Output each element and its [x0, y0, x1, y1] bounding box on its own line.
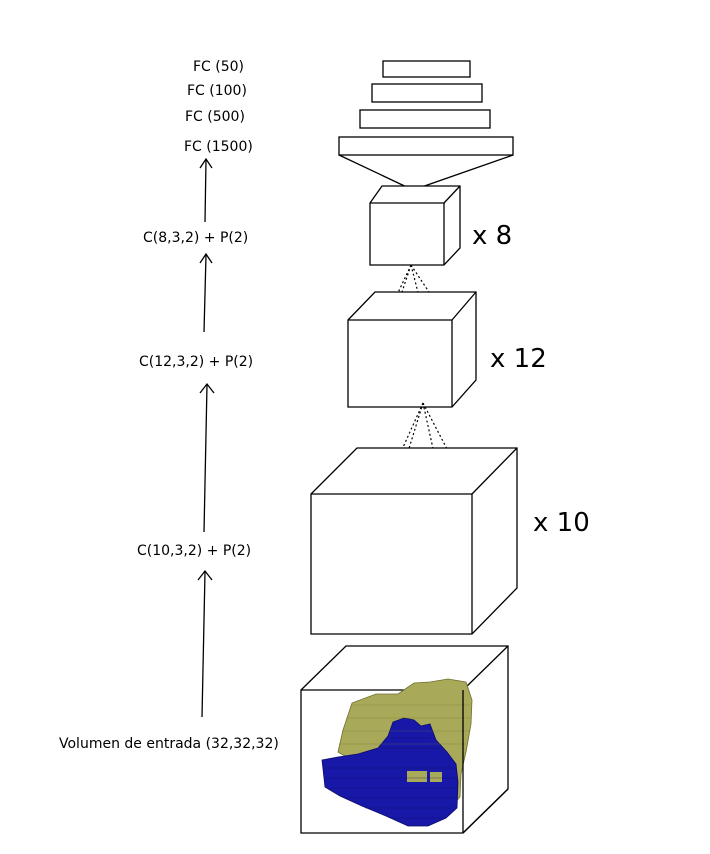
- conv-10-label: C(10,3,2) + P(2): [137, 543, 251, 559]
- flow-arrow-input-to-conv10: [197, 569, 213, 718]
- input-voxel-hole: [407, 771, 427, 782]
- conv-12-label: C(12,3,2) + P(2): [139, 354, 253, 370]
- input-volume-label: Volumen de entrada (32,32,32): [59, 736, 279, 752]
- input-volume-cube: [300, 645, 509, 834]
- conv-12-multiplier: x 12: [490, 344, 547, 374]
- fc-50-bar: [382, 60, 471, 78]
- conv-10-multiplier: x 10: [533, 508, 590, 538]
- conv-12-cube: [347, 291, 477, 408]
- conv-8-cube: [369, 185, 461, 266]
- conv-10-cube: [310, 447, 518, 635]
- input-voxel-inner-shape: [321, 717, 459, 827]
- conv-8-label: C(8,3,2) + P(2): [143, 230, 248, 246]
- fc-100-bar: [371, 83, 483, 103]
- fc-500-bar: [359, 109, 491, 129]
- flow-arrow-conv10-to-conv12: [199, 382, 215, 533]
- flatten-funnel: [338, 154, 514, 191]
- flow-arrow-conv8-to-fc: [199, 157, 213, 223]
- flow-arrow-conv12-to-conv8: [199, 252, 213, 333]
- fc-1500-label: FC (1500): [184, 139, 253, 155]
- conv-8-multiplier: x 8: [472, 221, 512, 251]
- fc-100-label: FC (100): [187, 83, 247, 99]
- input-voxel-hole: [430, 772, 442, 782]
- fc-1500-bar: [338, 136, 514, 156]
- fc-500-label: FC (500): [185, 109, 245, 125]
- fc-50-label: FC (50): [193, 59, 244, 75]
